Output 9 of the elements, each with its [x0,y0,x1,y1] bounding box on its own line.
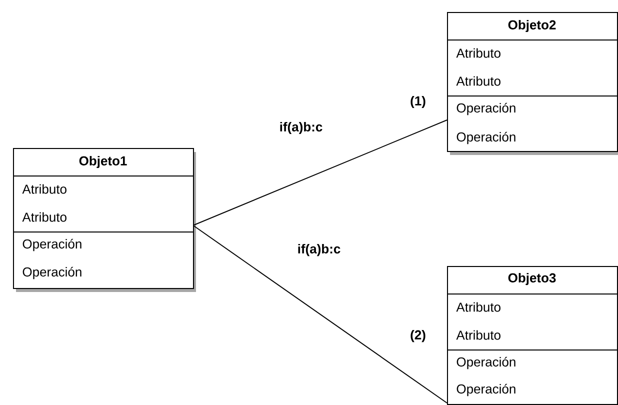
class-box: Objeto1 Atributo Atributo Operación Operación [12,148,196,292]
class-box: Objeto3 Atributo Atributo Operación Operación [446,266,618,405]
class-box: Objeto2 Atributo Atributo Operación Operación [446,12,618,155]
edge-label: if(a)b:c [298,244,340,256]
connector-line [194,120,448,226]
multiplicity-label: (1) [410,96,426,108]
connector-line [194,226,448,404]
edge-label: if(a)b:c [280,122,322,134]
multiplicity-label: (2) [410,330,426,342]
